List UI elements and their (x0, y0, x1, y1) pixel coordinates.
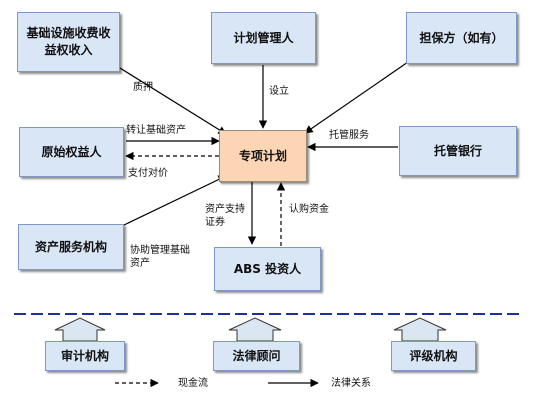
pledge-arrow (119, 67, 227, 135)
rating-up-arrow (393, 317, 447, 342)
establish-label: 设立 (269, 86, 289, 97)
legal-label: 法律顾问 (232, 348, 281, 363)
audit-box: 审计机构 (45, 341, 125, 371)
legal-box: 法律顾问 (213, 341, 300, 371)
planner-label: 计划管理人 (233, 30, 294, 45)
infra-income-label: 基础设施收费收益权收入 (26, 26, 111, 57)
custodian-label: 托管银行 (433, 143, 482, 158)
asset-backed-label: 资产支持证券 (205, 204, 245, 228)
pay-label: 支付对价 (128, 168, 168, 179)
abs-investor-label: ABS 投资人 (233, 261, 302, 276)
planner-box: 计划管理人 (211, 12, 316, 64)
special-plan-label: 专项计划 (238, 148, 287, 163)
rating-box: 评级机构 (391, 341, 476, 371)
legend-cash-flow-label: 现金流 (178, 378, 208, 389)
audit-label: 审计机构 (60, 348, 109, 363)
guarantor-box: 担保方（如有） (406, 12, 517, 64)
rating-label: 评级机构 (409, 348, 458, 363)
legal-up-arrow (228, 317, 282, 342)
infra-income-box: 基础设施收费收益权收入 (17, 12, 120, 72)
assist-label: 协助管理基础资产 (130, 245, 190, 269)
abs-investor-box: ABS 投资人 (214, 247, 321, 291)
pledge-label: 质押 (133, 82, 153, 93)
asset-service-box: 资产服务机构 (18, 224, 124, 270)
assist-arrow (121, 175, 227, 227)
custody-service-label: 托管服务 (329, 130, 369, 141)
custodian-box: 托管银行 (399, 126, 517, 176)
special-plan-box: 专项计划 (219, 130, 307, 182)
guarantee-arrow (304, 61, 409, 134)
original-owner-label: 原始权益人 (41, 144, 102, 159)
guarantor-label: 担保方（如有） (419, 30, 504, 45)
audit-up-arrow (54, 317, 106, 342)
legend-legal-relation-label: 法律关系 (331, 378, 371, 389)
transfer-label: 转让基础资产 (126, 125, 186, 136)
asset-service-label: 资产服务机构 (34, 239, 107, 254)
subscribe-label: 认购资金 (289, 204, 329, 215)
original-owner-box: 原始权益人 (19, 127, 124, 177)
